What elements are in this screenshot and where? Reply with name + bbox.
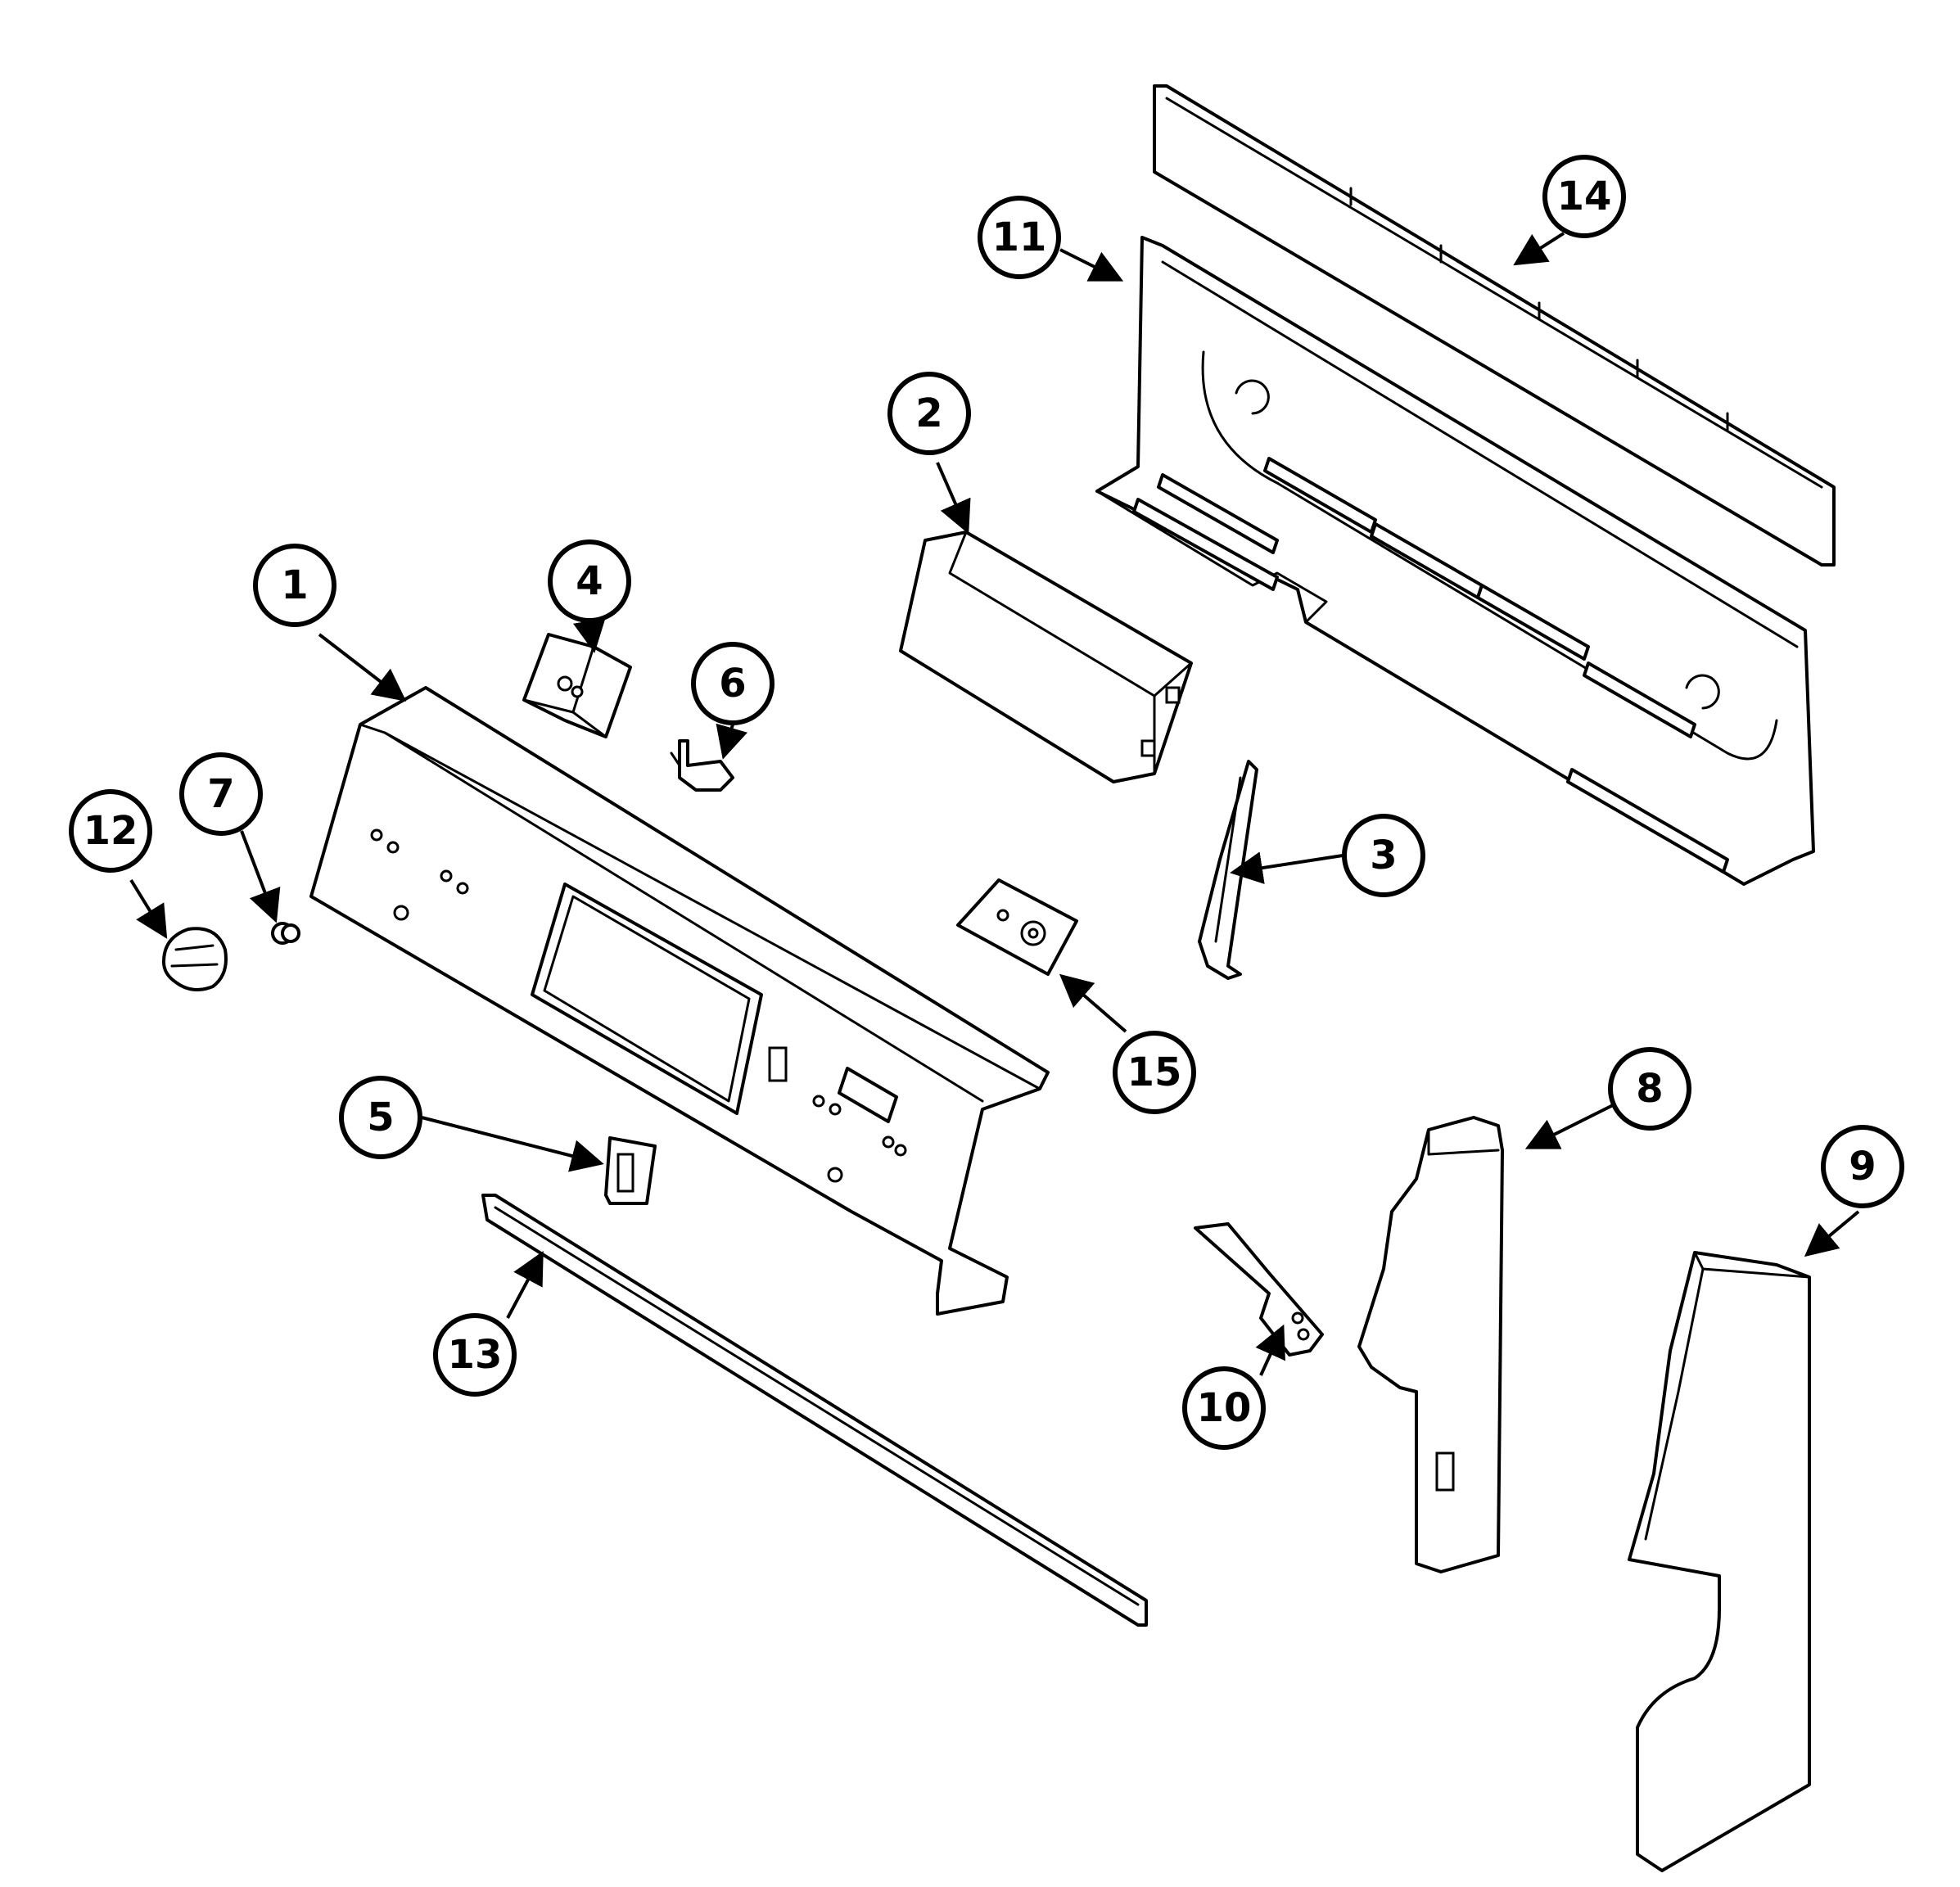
leader-12 [129, 878, 168, 939]
leader-4 [573, 618, 606, 653]
callout-5: 5 [339, 1076, 422, 1159]
callout-7: 7 [179, 752, 263, 836]
part-14-top-trim [1153, 84, 1836, 567]
leader-11 [1059, 248, 1124, 282]
leader-14 [1513, 232, 1565, 266]
callout-4: 4 [548, 539, 631, 623]
callout-8: 8 [1608, 1047, 1691, 1131]
callout-12: 12 [69, 789, 152, 873]
callout-5-label: 5 [367, 1095, 394, 1140]
callouts: 1 2 3 4 5 6 7 8 [69, 155, 1904, 1450]
leader-13 [506, 1250, 544, 1319]
callout-13-label: 13 [448, 1332, 503, 1378]
part-11-rear-panel [1095, 236, 1815, 886]
part-9-right-end-cap [1628, 1251, 1811, 1872]
leader-15 [1059, 973, 1127, 1033]
callout-2: 2 [887, 372, 971, 455]
callout-13: 13 [433, 1313, 517, 1397]
part-15-plate [956, 878, 1078, 976]
leader-1 [318, 633, 407, 702]
callout-6: 6 [691, 642, 775, 725]
callout-2-label: 2 [915, 390, 942, 436]
leader-8 [1524, 1104, 1614, 1149]
callout-10-label: 10 [1197, 1385, 1252, 1431]
callout-3-label: 3 [1370, 833, 1397, 878]
leader-10 [1255, 1324, 1285, 1376]
callout-14: 14 [1542, 155, 1626, 238]
callout-8-label: 8 [1636, 1066, 1663, 1112]
callout-15-label: 15 [1127, 1050, 1182, 1095]
part-5-rocker-switch [604, 1136, 657, 1205]
callout-12-label: 12 [84, 808, 138, 854]
part-4-switch-box [522, 633, 632, 738]
part-2-control-module [899, 530, 1193, 783]
leader-7 [240, 830, 281, 923]
callout-1: 1 [253, 544, 336, 627]
callout-11-label: 11 [992, 214, 1047, 260]
part-6-clip [670, 739, 734, 792]
callout-3: 3 [1342, 814, 1425, 897]
callout-14-label: 14 [1557, 174, 1612, 219]
part-1-control-panel [309, 686, 1050, 1316]
callout-6-label: 6 [719, 661, 746, 706]
part-10-lever-bracket [1194, 1222, 1324, 1357]
callout-15: 15 [1113, 1031, 1196, 1114]
part-12-knob [162, 927, 228, 991]
part-7-small-button [271, 922, 300, 945]
callout-9: 9 [1821, 1125, 1904, 1208]
callout-11: 11 [978, 196, 1061, 279]
callout-1-label: 1 [281, 562, 308, 608]
callout-9-label: 9 [1849, 1144, 1876, 1190]
leader-6 [716, 723, 748, 760]
leader-5 [421, 1116, 604, 1172]
part-8-left-end-cap [1357, 1116, 1504, 1573]
callout-10: 10 [1182, 1366, 1266, 1450]
part-13-bottom-trim [481, 1194, 1148, 1627]
callout-7-label: 7 [207, 771, 234, 817]
leader-lines [129, 232, 1860, 1376]
leader-3 [1230, 851, 1344, 884]
part-3-bracket [1198, 760, 1258, 980]
leader-2 [936, 462, 971, 535]
leader-9 [1804, 1210, 1860, 1257]
callout-4-label: 4 [576, 558, 603, 604]
